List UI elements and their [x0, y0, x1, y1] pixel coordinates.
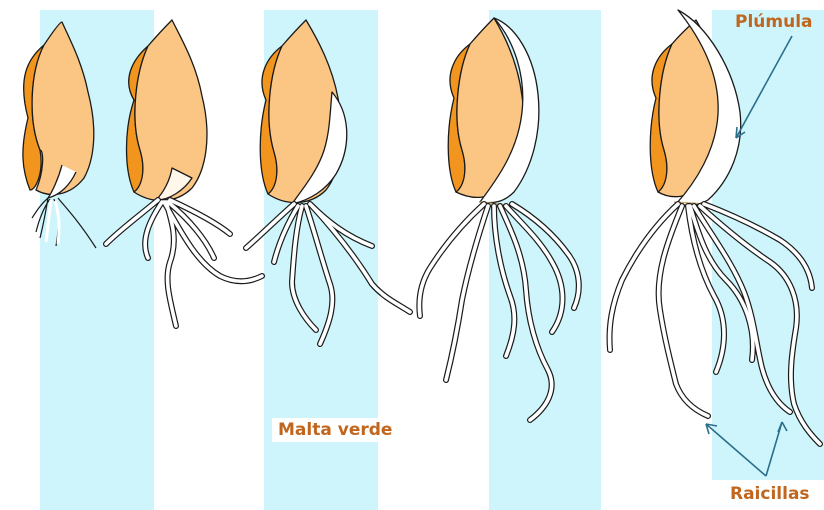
- plumula-label: Plúmula: [735, 12, 813, 32]
- malta-verde-label: Malta verde: [272, 418, 398, 442]
- raicillas-label: Raicillas: [730, 484, 810, 504]
